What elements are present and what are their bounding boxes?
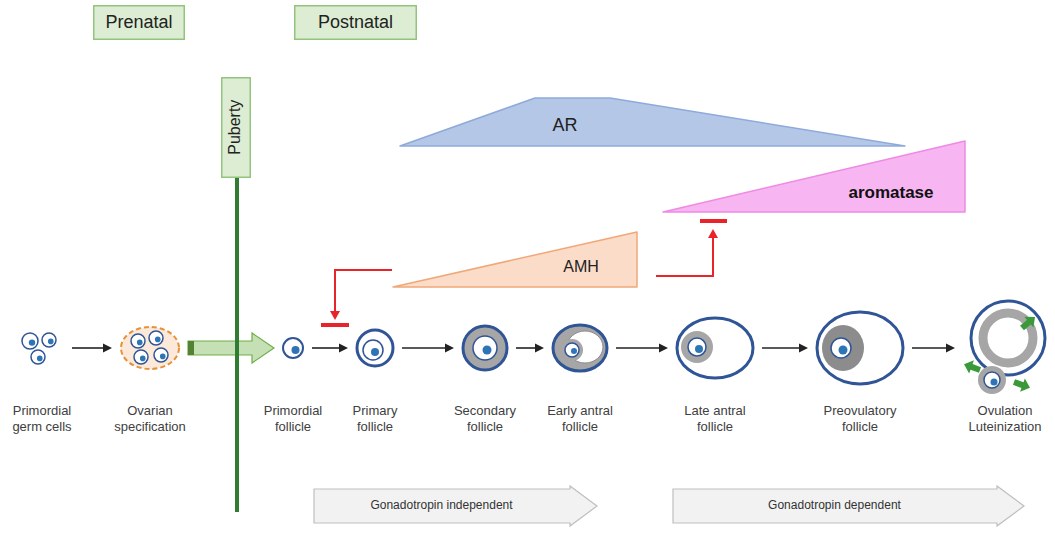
node-label: aromatase (848, 183, 933, 203)
stage-arrow (402, 344, 454, 353)
stage-arrow (912, 344, 955, 353)
stage-arrow (616, 344, 668, 353)
stage-label: Secondary follicle (442, 403, 528, 435)
stage-label: Late antral follicle (672, 403, 758, 435)
node-label: Gonadotropin independent (370, 499, 512, 513)
stage-label: Primordial follicle (253, 403, 333, 435)
follicle-stage: Early antral follicle (551, 323, 609, 373)
expression-band: AMH (393, 230, 639, 289)
stage-arrow (762, 344, 808, 353)
node-shape (393, 230, 639, 289)
stage-label: Primordial germ cells (2, 403, 82, 435)
follicle-illustration (119, 325, 181, 371)
phase-arrow: Gonadotropin dependent (672, 485, 1025, 527)
follicle-stage: Late antral follicle (675, 316, 755, 380)
follicle-illustration (551, 323, 609, 373)
node-label: Puberty (227, 100, 245, 155)
follicle-stage: Primary follicle (355, 328, 395, 368)
puberty-line (235, 178, 239, 512)
follicle-illustration (675, 316, 755, 380)
follicle-illustration (962, 298, 1048, 398)
stage-label: Ovulation Luteinization (962, 403, 1048, 435)
node-label: Gonadotropin dependent (768, 499, 901, 513)
node-label: Prenatal (105, 12, 172, 33)
follicle-illustration (461, 324, 509, 372)
stage-arrow (312, 344, 348, 353)
stage-label: Ovarian specification (107, 403, 193, 435)
node-label: AR (552, 115, 577, 136)
follicle-illustration (19, 330, 65, 366)
follicle-stage: Ovarian specification (119, 325, 181, 371)
follicle-stage: Primordial follicle (281, 336, 305, 360)
inhibition-line (656, 221, 727, 276)
node-shape (400, 98, 905, 146)
stage-label: Primary follicle (335, 403, 415, 435)
follicle-stage: Preovulatory follicle (815, 310, 905, 386)
follicle-illustration (281, 336, 305, 360)
follicle-illustration (355, 328, 395, 368)
follicle-illustration (815, 310, 905, 386)
node-label: AMH (563, 258, 599, 276)
follicle-stage: Primordial germ cells (19, 330, 65, 366)
expression-band: AR (400, 98, 905, 146)
follicle-stage: Ovulation Luteinization (962, 298, 1048, 398)
period-box: Postnatal (294, 5, 417, 40)
inhibition-line (321, 270, 392, 325)
node-label: Postnatal (318, 12, 393, 33)
puberty-arrow (188, 333, 274, 363)
period-box: Prenatal (93, 5, 185, 40)
follicle-stage: Secondary follicle (461, 324, 509, 372)
stage-arrow (516, 344, 544, 353)
stage-arrow (72, 344, 112, 353)
stage-label: Preovulatory follicle (817, 403, 903, 435)
phase-arrow: Gonadotropin independent (313, 485, 598, 527)
expression-band: aromatase (663, 141, 965, 212)
puberty-box: Puberty (221, 77, 251, 178)
stage-label: Early antral follicle (537, 403, 623, 435)
